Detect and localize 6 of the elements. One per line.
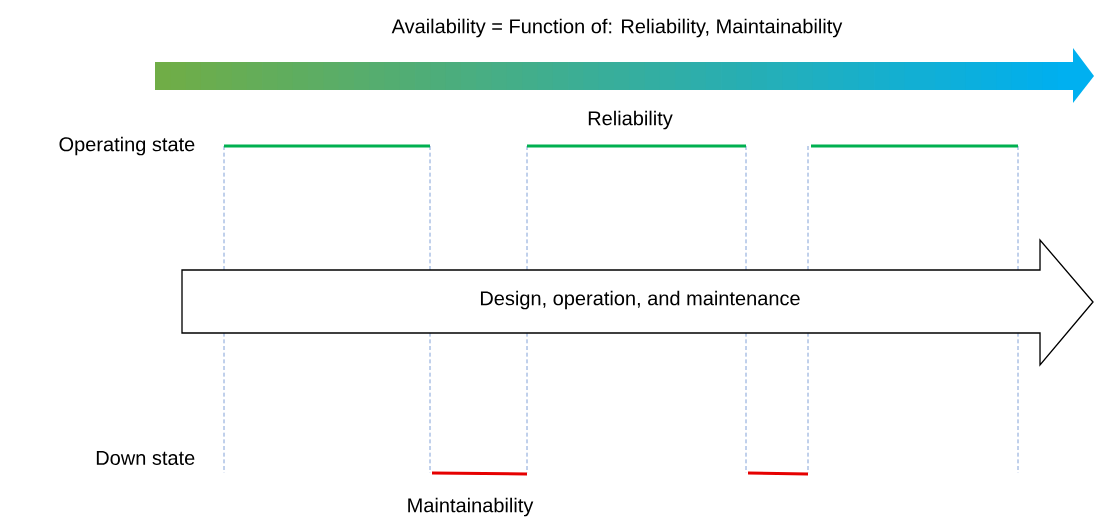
node-label: Design, operation, and maintenance xyxy=(480,290,800,310)
axis-label: Reliability xyxy=(588,110,673,130)
axis-label: Maintainability xyxy=(408,497,534,517)
title: Availability = Function of: Reliability, Maintainability xyxy=(391,18,843,38)
axis-label: Down state xyxy=(96,451,195,465)
axis-label: Operating state xyxy=(59,136,195,156)
